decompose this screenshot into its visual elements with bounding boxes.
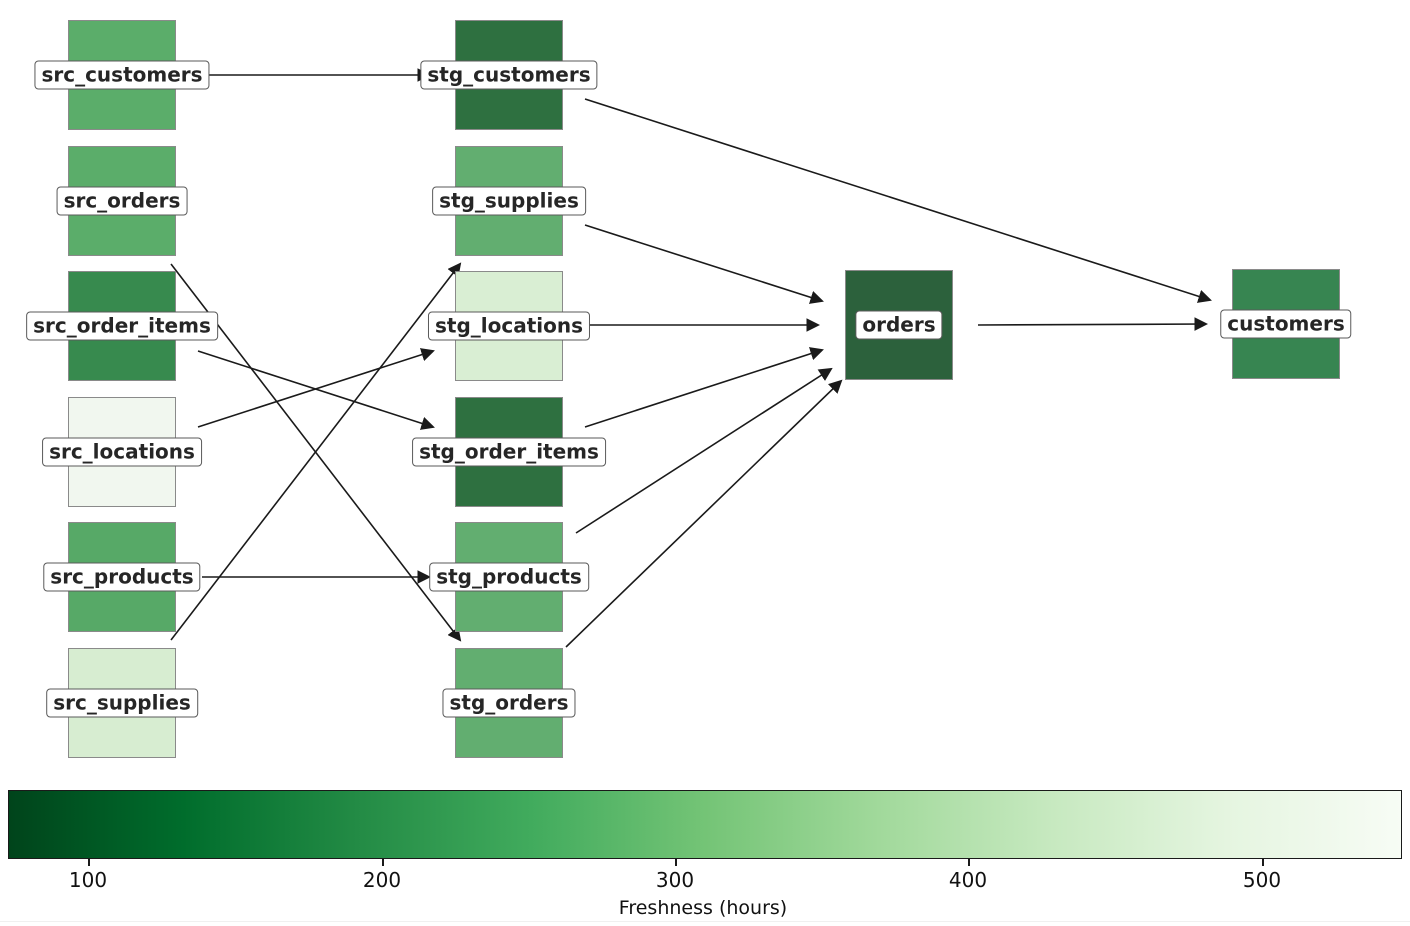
node-label-stg_locations: stg_locations [427,311,591,341]
node-label-src_orders: src_orders [56,186,188,216]
colorbar-tick-100 [88,859,90,866]
colorbar-tick-300 [675,859,677,866]
colorbar-tick-200 [382,859,384,866]
node-label-src_locations: src_locations [42,437,202,467]
node-label-customers: customers [1220,309,1352,339]
node-label-stg_customers: stg_customers [420,60,598,90]
colorbar-ticklabel-200: 200 [362,868,402,892]
edge-stg_customers-to-customers [584,98,1212,303]
colorbar-tick-500 [1262,859,1264,866]
edge-stg_order_items-to-orders [584,347,824,428]
node-label-src_supplies: src_supplies [46,688,198,718]
edge-src_locations-to-stg_locations [197,348,435,428]
node-label-stg_order_items: stg_order_items [412,437,606,467]
colorbar-ticklabel-400: 400 [948,868,988,892]
node-label-src_order_items: src_order_items [26,311,218,341]
colorbar-gradient [8,790,1402,859]
edge-stg_products-to-orders [575,367,833,534]
colorbar-axis-label: Freshness (hours) [618,897,788,919]
colorbar-ticklabel-500: 500 [1242,868,1282,892]
figure-bottom-edge [0,921,1410,922]
colorbar-ticklabel-100: 100 [68,868,108,892]
node-label-src_products: src_products [43,562,201,592]
node-label-stg_products: stg_products [429,562,589,592]
edge-src_supplies-to-stg_supplies [170,262,462,641]
node-label-orders: orders [855,310,943,340]
colorbar-tick-400 [968,859,970,866]
edge-stg_supplies-to-orders [584,224,824,304]
edge-orders-to-customers [977,317,1209,331]
node-label-stg_orders: stg_orders [442,688,576,718]
edge-stg_orders-to-orders [565,379,843,648]
node-label-stg_supplies: stg_supplies [432,186,586,216]
colorbar-ticklabel-300: 300 [655,868,695,892]
node-label-src_customers: src_customers [34,60,210,90]
